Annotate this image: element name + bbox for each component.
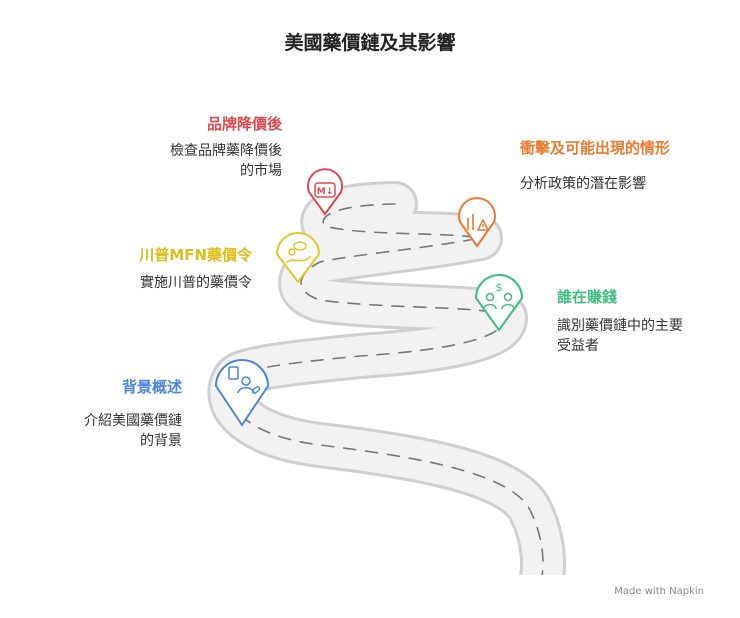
step-heading-background: 背景概述 — [121, 378, 182, 396]
desc-line: 的市場 — [240, 163, 282, 179]
step-desc-who-profits: 識別藥價鏈中的主要 受益者 — [557, 316, 683, 356]
document-person-icon — [228, 366, 261, 394]
people-money-icon: $ — [483, 281, 515, 310]
pin-who-profits: $ — [474, 274, 524, 332]
pin-brand-price-drop: M↓ — [307, 168, 343, 216]
step-heading-mfn-order: 川普MFN藥價令 — [139, 246, 252, 264]
step-desc-brand-price-drop: 檢查品牌藥降價後 的市場 — [170, 141, 282, 181]
step-heading-who-profits: 誰在賺錢 — [557, 288, 618, 306]
step-desc-mfn-order: 實施川普的藥價令 — [140, 275, 252, 291]
pin-impact — [458, 197, 496, 248]
pin-background — [214, 359, 270, 427]
desc-line: 的背景 — [140, 433, 182, 449]
step-heading-brand-price-drop: 品牌降價後 — [206, 115, 282, 133]
desc-line: 介紹美國藥價鏈 — [84, 413, 182, 429]
desc-line: 檢查品牌藥降價後 — [170, 143, 282, 159]
desc-line: 識別藥價鏈中的主要 — [557, 318, 683, 334]
price-down-icon: M↓ — [314, 182, 336, 198]
pin-mfn-order — [275, 232, 321, 284]
svg-text:$: $ — [496, 281, 503, 294]
desc-line: 受益者 — [557, 338, 599, 354]
step-desc-background: 介紹美國藥價鏈 的背景 — [84, 411, 182, 451]
hand-pills-icon — [286, 241, 311, 263]
napkin-watermark: Made with Napkin — [614, 586, 704, 597]
svg-text:M↓: M↓ — [317, 187, 334, 197]
page-title: 美國藥價鏈及其影響 — [284, 32, 456, 54]
step-heading-impact: 衝擊及可能出現的情形 — [520, 139, 671, 157]
chart-warning-icon — [467, 214, 490, 231]
step-desc-impact: 分析政策的潛在影響 — [520, 176, 646, 192]
